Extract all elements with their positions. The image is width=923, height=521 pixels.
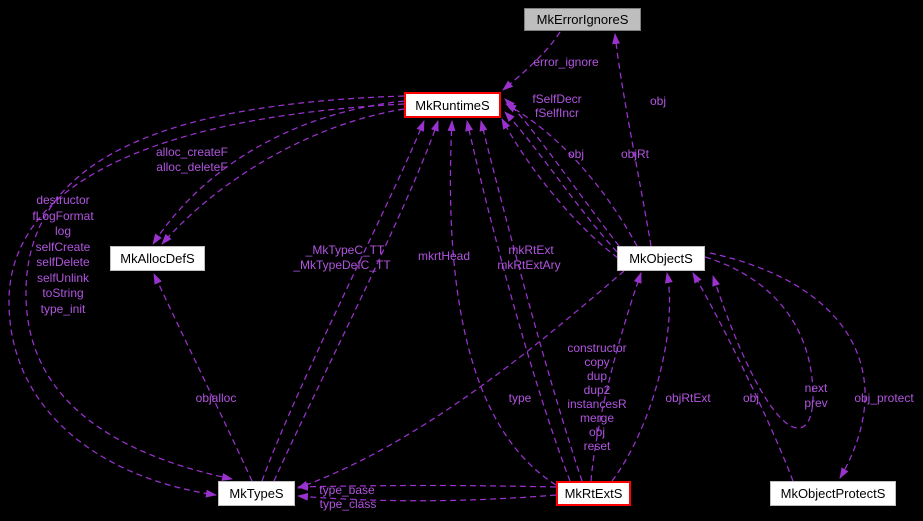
node-mktypes[interactable]: MkTypeS: [218, 481, 295, 506]
edge-label-selfcreate: selfCreate: [35, 239, 91, 254]
edge-left-outer: [8, 103, 405, 498]
node-mkobjectprotects[interactable]: MkObjectProtectS: [770, 481, 896, 506]
edge-label-fselfdecr: fSelfDecr: [532, 92, 582, 106]
edge-mktypec-tt: [261, 120, 425, 482]
edge-type-callbacks: [25, 95, 405, 481]
edge-type-base: [297, 482, 557, 491]
edge-label-obj-mid: obj: [567, 147, 585, 161]
node-mkallocdefs[interactable]: MkAllocDefS: [110, 246, 205, 271]
edge-mkrthead: [447, 120, 557, 486]
edge-label-type: type: [508, 391, 532, 405]
edge-label-selfdelete: selfDelete: [36, 255, 90, 269]
edge-alloc-createf: [152, 100, 405, 245]
edge-error-ignore: [502, 31, 561, 91]
edge-label-type-base: type_base: [319, 483, 375, 497]
edge-objalloc: [153, 273, 253, 482]
edge-obj-to-runtime: [501, 118, 619, 259]
edge-alloc-deletef: [161, 108, 405, 245]
edge-label-object-slots: constructor copy dup dup2 instancesR mer…: [567, 341, 626, 453]
edge-label-mkrtextary: mkRtExtAry: [497, 258, 561, 272]
edge-label-objalloc: objalloc: [195, 391, 237, 405]
edge-label-flogformat: fLogFormat: [32, 208, 94, 223]
node-mkobjects[interactable]: MkObjectS: [617, 246, 705, 271]
edge-label-copy: copy: [584, 355, 610, 369]
edge-obj-to-errorignore: [612, 33, 652, 247]
edge-label-next-prev: next prev: [804, 381, 827, 411]
edge-label-mkrthead: mkrtHead: [417, 249, 471, 263]
edge-objrt: [505, 103, 638, 247]
edge-label-selfunlink: selfUnlink: [36, 270, 90, 285]
edge-obj-protect: [709, 252, 866, 479]
edge-label-type-init: type_init: [40, 301, 86, 316]
edge-mktypedefc-tt: [273, 120, 439, 482]
edge-label-log: log: [54, 224, 72, 238]
edge-label-objrtext: objRtExt: [665, 391, 711, 405]
node-mkrtexts[interactable]: MkRtExtS: [556, 481, 631, 506]
edge-label-destructor: destructor: [36, 193, 90, 207]
node-mkerrorignores[interactable]: MkErrorIgnoreS: [524, 8, 641, 31]
edge-label-obj-right: obj: [742, 391, 760, 405]
edge-label-merge: merge: [579, 411, 614, 425]
edge-object-slots: [590, 272, 642, 482]
edge-label-mkrtext: mkRtExt: [508, 243, 554, 257]
edge-label-obj-slot: obj: [588, 425, 605, 439]
edge-label-alloc-createf: alloc_createF: [155, 145, 229, 159]
edge-label-obj-top: obj: [649, 94, 667, 108]
edge-label-fselfincr: fSelfIncr: [534, 106, 580, 120]
edge-label-dup: dup: [586, 369, 608, 383]
edge-mkrtext: [465, 120, 571, 482]
edge-label-prev: prev: [804, 396, 828, 410]
edge-label-reset: reset: [583, 439, 611, 453]
edge-label-dup2: dup2: [583, 383, 611, 397]
edge-label-mktypec-tt: _MkTypeC_TT: [305, 243, 385, 257]
edge-objrtext: [611, 272, 673, 482]
edge-label-type-callbacks: destructor fLogFormat log selfCreate sel…: [32, 193, 93, 317]
edge-fselfdecr: [504, 98, 620, 247]
edge-label-next: next: [804, 381, 828, 395]
edge-type: [297, 270, 625, 489]
edge-type-class: [297, 492, 557, 502]
node-mkruntimes[interactable]: MkRuntimeS: [404, 92, 501, 118]
edge-label-error-ignore: error_ignore: [533, 55, 599, 69]
edge-label-alloc-deletef: alloc_deleteF: [156, 160, 228, 174]
edge-label-constructor: constructor: [567, 341, 627, 355]
edge-label-type-class: type_class: [319, 497, 377, 511]
edge-label-mktypedefc-tt: _MkTypeDefC_TT: [293, 258, 391, 272]
edge-mkrtextary: [479, 120, 583, 482]
edge-label-objrt: objRt: [620, 147, 650, 161]
edge-label-instancesr: instancesR: [567, 397, 627, 411]
edge-label-tostring: toString: [42, 286, 84, 300]
edge-obj-to-object: [692, 272, 794, 482]
edge-label-obj-protect: obj_protect: [854, 391, 914, 405]
edge-fselfincr: [504, 111, 618, 253]
